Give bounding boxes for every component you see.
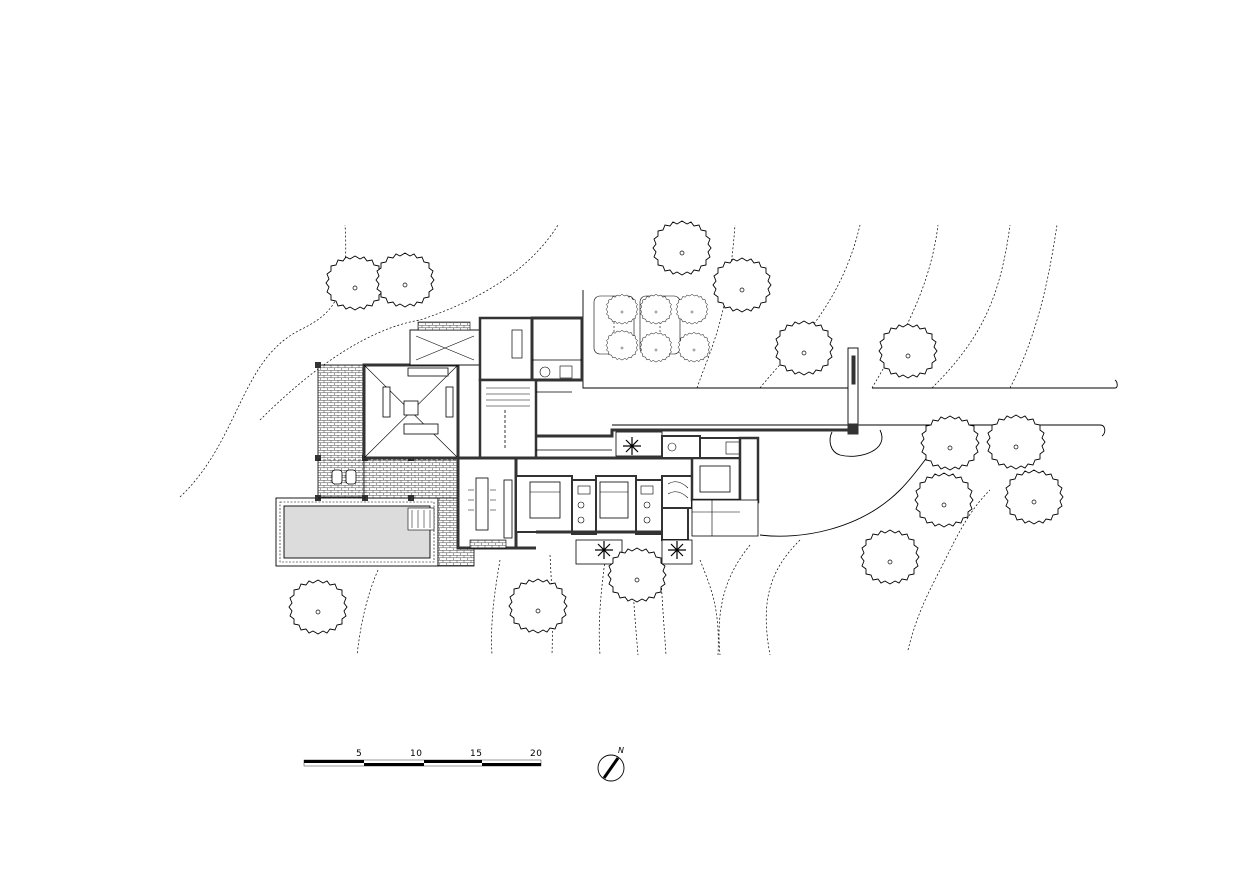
- scale-label-5: 5: [356, 749, 362, 759]
- scale-label-10: 10: [410, 749, 422, 759]
- scale-bar: 5 10 15 20: [303, 749, 542, 767]
- pool: [275, 497, 439, 567]
- building: [362, 316, 859, 565]
- north-label: N: [618, 746, 624, 755]
- scale-label-20: 20: [530, 749, 542, 759]
- scale-label-15: 15: [470, 749, 482, 759]
- north-arrow-icon: N: [597, 746, 625, 782]
- contour-lines: [179, 224, 1058, 656]
